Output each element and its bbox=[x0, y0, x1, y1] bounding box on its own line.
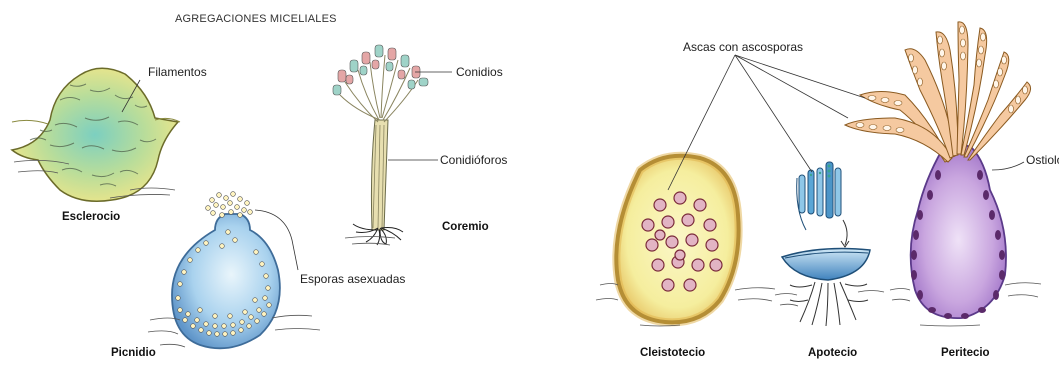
cleistotecio-drawing bbox=[596, 156, 775, 326]
label-apotecio: Apotecio bbox=[808, 346, 857, 360]
title: AGREGACIONES MICELIALES bbox=[175, 12, 337, 26]
label-peritecio: Peritecio bbox=[941, 346, 990, 360]
label-coremio: Coremio bbox=[442, 220, 489, 234]
coremio-drawing bbox=[333, 45, 428, 245]
label-picnidio: Picnidio bbox=[111, 346, 156, 360]
label-cleistotecio: Cleistotecio bbox=[640, 346, 705, 360]
label-ascas: Ascas con ascosporas bbox=[683, 40, 803, 54]
label-conidioforos: Conidióforos bbox=[440, 153, 507, 167]
label-filamentos: Filamentos bbox=[148, 65, 207, 79]
esclerocio-drawing bbox=[12, 68, 180, 201]
ostiolo-leader bbox=[992, 162, 1024, 170]
picnidio-drawing bbox=[148, 192, 320, 349]
label-conidios: Conidios bbox=[456, 65, 503, 79]
label-esporas: Esporas asexuadas bbox=[300, 272, 405, 286]
label-esclerocio: Esclerocio bbox=[62, 210, 120, 224]
label-ostiolo: Ostiolo bbox=[1026, 153, 1059, 167]
apotecio-drawing bbox=[775, 162, 884, 326]
peritecio-drawing bbox=[845, 22, 1041, 326]
